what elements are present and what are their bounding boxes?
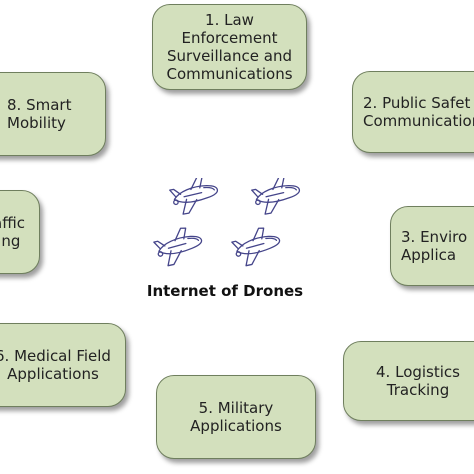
node-environmental-label: 3. Enviro Applica (401, 228, 468, 264)
node-military-label: 5. Military Applications (190, 399, 282, 435)
node-medical-field-label: 6. Medical Field Applications (0, 347, 111, 383)
node-public-safety-label: 2. Public Safet Communication (363, 94, 474, 130)
node-environmental: 3. Enviro Applica (390, 206, 474, 286)
node-smart-mobility-label: 8. Smart Mobility (7, 96, 72, 132)
node-logistics: 4. Logistics Tracking (343, 341, 474, 421)
node-law-enforcement-label: 1. Law Enforcement Surveillance and Comm… (166, 11, 293, 83)
drone-icon-2 (249, 178, 304, 217)
node-traffic-handling-label: affic ling (0, 214, 25, 250)
drones-icon (151, 178, 304, 269)
drone-icon-4 (229, 223, 284, 269)
node-public-safety: 2. Public Safet Communication (352, 71, 474, 153)
node-medical-field: 6. Medical Field Applications (0, 323, 126, 407)
node-logistics-label: 4. Logistics Tracking (376, 363, 460, 399)
node-military: 5. Military Applications (156, 375, 316, 459)
node-smart-mobility: 8. Smart Mobility (0, 72, 106, 156)
drone-icon-1 (167, 178, 222, 217)
drone-icon-3 (151, 223, 206, 269)
node-law-enforcement: 1. Law Enforcement Surveillance and Comm… (152, 4, 307, 90)
node-traffic-handling: affic ling (0, 190, 40, 274)
center-title: Internet of Drones (146, 282, 304, 300)
